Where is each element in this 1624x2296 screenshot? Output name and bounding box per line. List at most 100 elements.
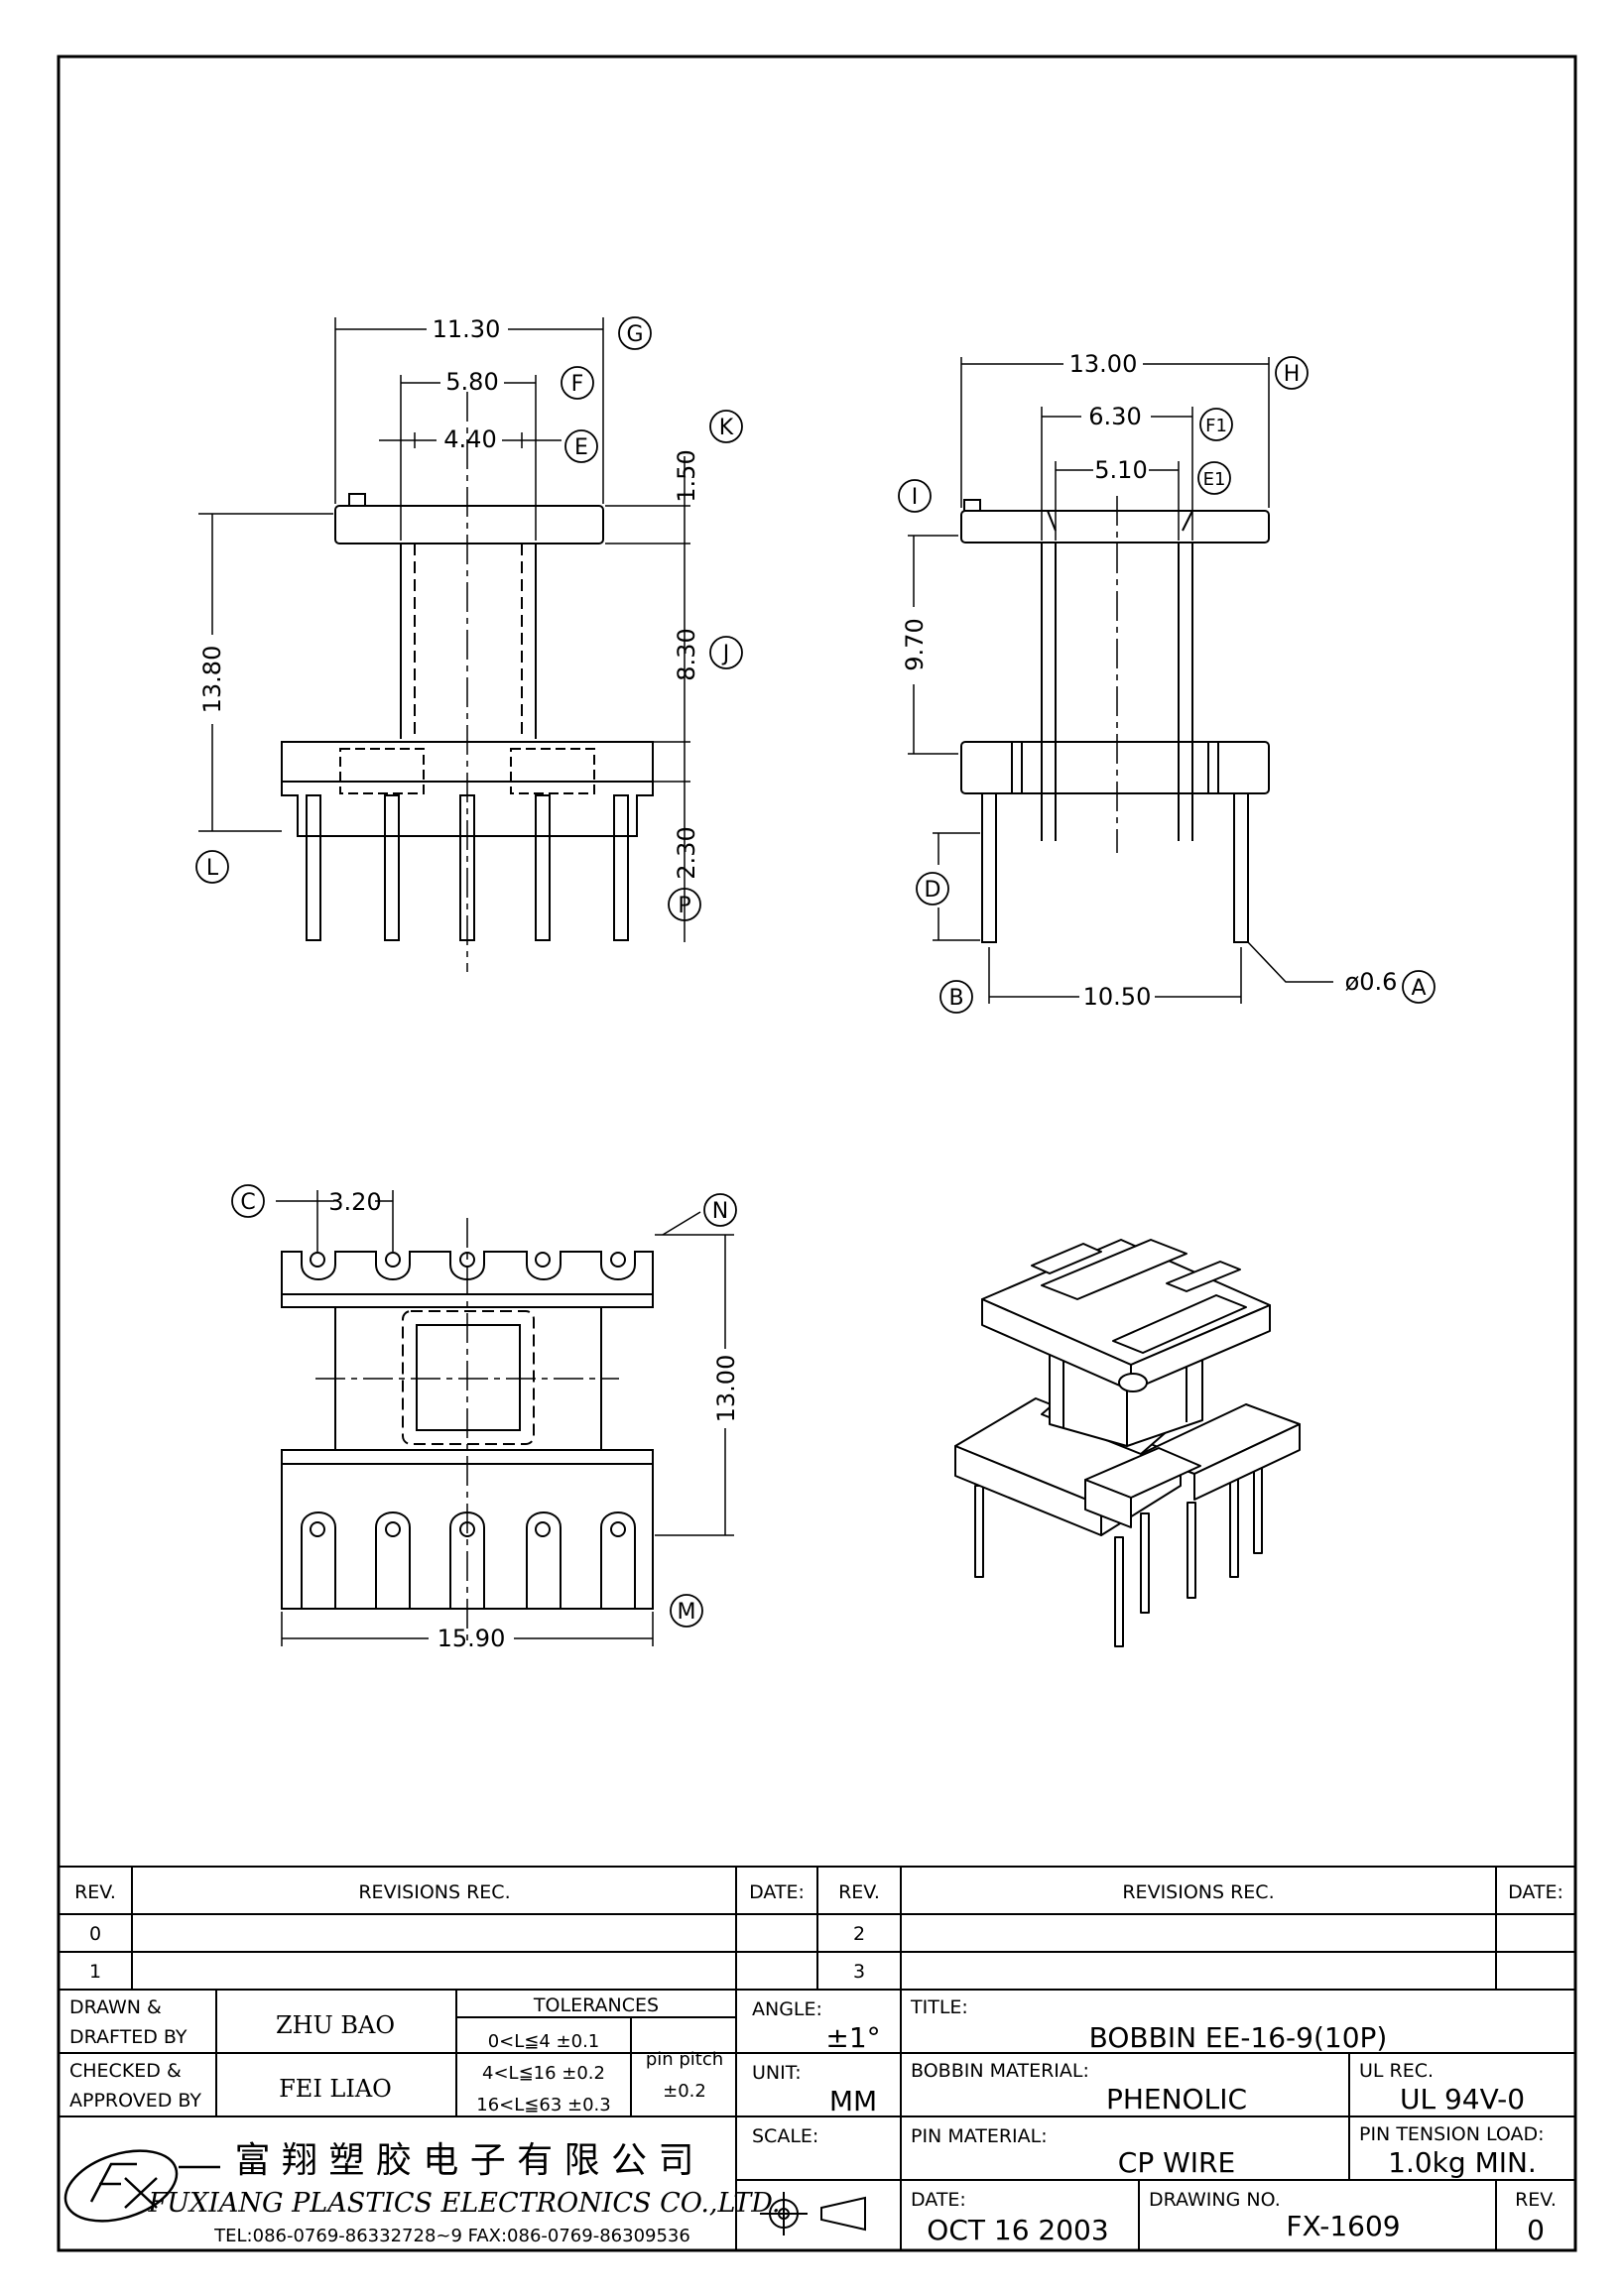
checked-label-2: APPROVED BY (69, 2090, 201, 2112)
date-header-right: DATE: (1508, 1881, 1563, 1903)
unit-value: MM (829, 2085, 877, 2117)
pin-material-value: CP WIRE (1118, 2146, 1235, 2179)
checked-label-1: CHECKED & (69, 2060, 182, 2082)
company-chinese-name: 富 翔 塑 胶 电 子 有 限 公 司 (235, 2140, 694, 2181)
callout-i: I (898, 479, 932, 513)
dim-3-20: 3.20 (328, 1188, 381, 1216)
drawn-value: ZHU BAO (276, 2011, 395, 2039)
callout-d: D (916, 872, 949, 906)
callout-p: P (668, 888, 701, 921)
unit-label: UNIT: (752, 2062, 802, 2084)
callout-f1: F1 (1199, 408, 1233, 441)
rev-value: 0 (1527, 2214, 1545, 2246)
projection-symbol-icon (760, 2192, 866, 2236)
callout-n: N (703, 1193, 737, 1227)
title-block: DRAWN & DRAFTED BY ZHU BAO CHECKED & APP… (69, 1994, 1557, 2246)
company-logo (63, 2149, 220, 2223)
rev-row-1: 1 (89, 1961, 101, 1983)
svg-text:J: J (721, 642, 730, 666)
tolerances-label: TOLERANCES (533, 1994, 659, 2016)
svg-text:F1: F1 (1205, 416, 1227, 436)
front-view-dimensions (198, 317, 690, 942)
svg-text:F: F (571, 372, 584, 397)
rev-row-0: 0 (89, 1923, 101, 1945)
rev-row-3: 3 (853, 1961, 865, 1983)
rev-row-2: 2 (853, 1923, 865, 1945)
dim-6-30: 6.30 (1088, 403, 1141, 430)
dim-13-80: 13.80 (198, 646, 226, 714)
dim-10-50: 10.50 (1083, 983, 1152, 1011)
drawing-no-label: DRAWING NO. (1149, 2189, 1281, 2211)
svg-text:E: E (574, 435, 588, 460)
dim-5-80: 5.80 (445, 368, 498, 396)
company-contact: TEL:086-0769-86332728~9 FAX:086-0769-863… (213, 2226, 690, 2246)
callout-c: C (231, 1184, 265, 1218)
callout-h: H (1275, 356, 1309, 390)
dim-9-70: 9.70 (901, 618, 929, 670)
svg-text:B: B (948, 986, 963, 1011)
svg-text:M: M (678, 1600, 696, 1625)
date-header-left: DATE: (749, 1881, 805, 1903)
callout-j: J (709, 636, 743, 669)
revisions-header-left: REVISIONS REC. (358, 1881, 510, 1903)
pin-material-label: PIN MATERIAL: (911, 2125, 1048, 2147)
svg-text:P: P (678, 894, 690, 918)
company-block: 富 翔 塑 胶 电 子 有 限 公 司 FUXIANG PLASTICS ELE… (147, 2140, 780, 2246)
title-label: TITLE: (910, 1996, 968, 2018)
pin-pitch-label: pin pitch (646, 2049, 723, 2070)
pin-pitch-value: ±0.2 (663, 2081, 706, 2102)
dim-8-30: 8.30 (673, 628, 700, 680)
callouts: G F E K J P L H F1 E1 I D B A C N M (195, 316, 1436, 1628)
tolerance-row-2: 4<L≦16 ±0.2 (482, 2063, 605, 2084)
dim-13-00-side: 13.00 (712, 1355, 740, 1423)
dim-11-30: 11.30 (433, 315, 501, 343)
drawn-label-2: DRAFTED BY (69, 2026, 187, 2048)
svg-text:G: G (626, 322, 643, 347)
dim-13-00-top: 13.00 (1069, 350, 1138, 378)
dim-15-90: 15.90 (437, 1625, 506, 1652)
pin-tension-label: PIN TENSION LOAD: (1359, 2123, 1545, 2145)
dim-1-50: 1.50 (673, 449, 700, 502)
isometric-view (954, 1239, 1301, 1647)
dimension-labels: 11.30 5.80 4.40 1.50 8.30 2.30 13.80 13.… (198, 315, 1397, 1652)
title-block-grid (59, 1866, 1575, 2250)
drawn-label-1: DRAWN & (69, 1996, 162, 2018)
callout-k: K (709, 410, 743, 443)
pin-tension-value: 1.0kg MIN. (1388, 2146, 1537, 2179)
tolerance-row-3: 16<L≦63 ±0.3 (476, 2095, 610, 2115)
rev-header-left: REV. (74, 1881, 116, 1903)
revisions-table: REV. REVISIONS REC. DATE: REV. REVISIONS… (74, 1881, 1563, 1983)
callout-e: E (564, 429, 598, 463)
callout-f: F (561, 366, 594, 400)
bottom-view-dimensions (276, 1190, 734, 1646)
bobbin-material-value: PHENOLIC (1106, 2083, 1247, 2115)
dim-4-40: 4.40 (443, 425, 496, 453)
callout-g: G (618, 316, 652, 350)
rev-label: REV. (1515, 2189, 1557, 2211)
company-english-name: FUXIANG PLASTICS ELECTRONICS CO.,LTD. (147, 2188, 780, 2219)
side-view-dimensions (908, 357, 1333, 1004)
ul-value: UL 94V-0 (1400, 2083, 1525, 2115)
checked-value: FEI LIAO (279, 2075, 392, 2103)
callout-m: M (670, 1594, 703, 1628)
callout-l: L (195, 850, 229, 884)
rev-header-right: REV. (838, 1881, 880, 1903)
title-value: BOBBIN EE-16-9(10P) (1089, 2021, 1388, 2054)
dim-5-10: 5.10 (1094, 456, 1147, 484)
date-value: OCT 16 2003 (927, 2214, 1108, 2246)
sheet-border (57, 55, 1577, 2252)
tolerance-row-1: 0<L≦4 ±0.1 (488, 2031, 600, 2052)
drawing-no-value: FX-1609 (1286, 2210, 1400, 2242)
svg-text:K: K (719, 416, 734, 440)
side-view (960, 496, 1270, 943)
callout-b: B (939, 980, 973, 1014)
dim-2-30: 2.30 (673, 826, 700, 879)
svg-text:D: D (925, 878, 941, 903)
svg-text:A: A (1411, 976, 1426, 1001)
svg-text:H: H (1284, 362, 1301, 387)
svg-text:I: I (912, 485, 919, 510)
svg-text:C: C (240, 1190, 255, 1215)
bottom-view (281, 1218, 654, 1646)
callout-a: A (1402, 970, 1436, 1004)
